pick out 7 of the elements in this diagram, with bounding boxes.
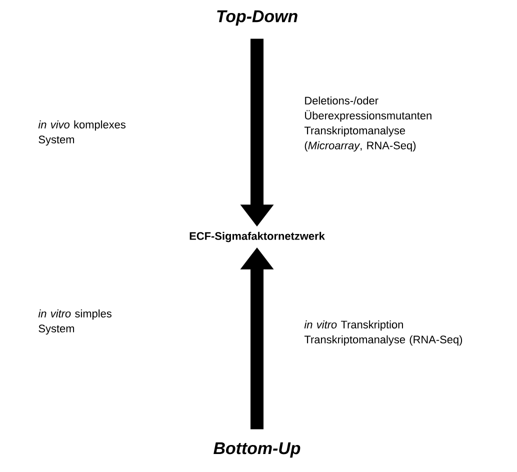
side-note: in vitro simples System bbox=[38, 309, 112, 335]
heading-text: Top-Down bbox=[217, 10, 298, 26]
side-note: Deletions-/oder Überexpressionsmutanten Transkriptomanalyse (Microarray, RNA-Seq) bbox=[304, 96, 432, 152]
heading-text: Bottom-Up bbox=[214, 442, 300, 458]
center-text: ECF-Sigmafaktornetzwerk bbox=[190, 232, 325, 242]
side-note: in vivo komplexes System bbox=[38, 120, 126, 146]
side-note: in vitro Transkription Transkriptomanalyse (RNA-Seq) bbox=[304, 320, 462, 346]
